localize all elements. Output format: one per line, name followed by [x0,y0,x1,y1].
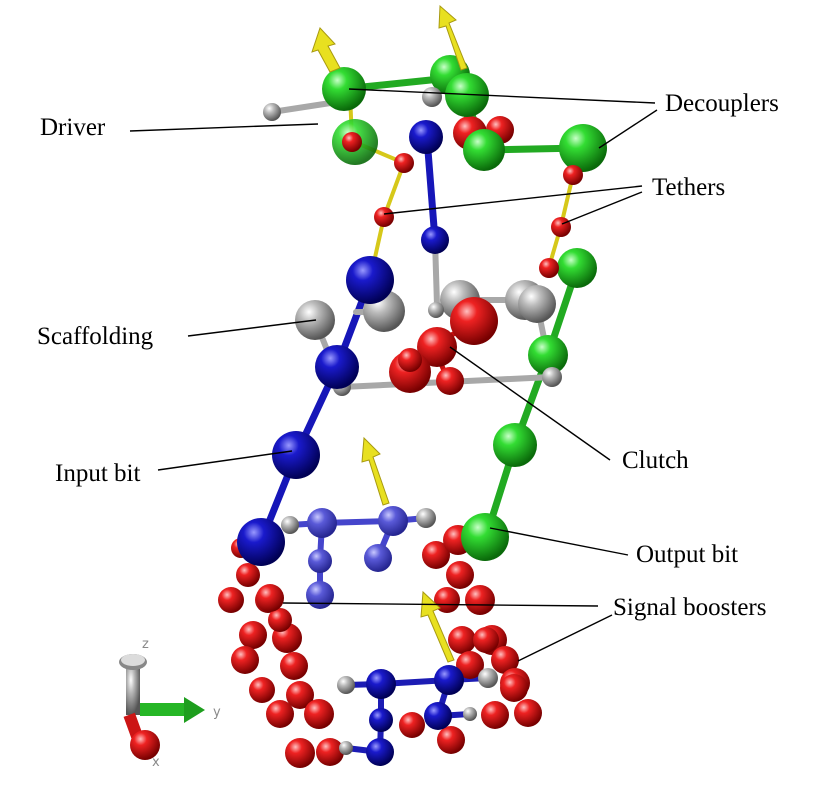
label-signal-boosters: Signal boosters [613,594,767,621]
label-driver: Driver [40,114,106,141]
axes-triad: z y x [119,637,221,770]
label-input-bit: Input bit [55,460,141,487]
atoms [218,55,607,768]
axis-z-label: z [142,637,149,652]
axis-y-label: y [213,705,221,720]
label-tethers: Tethers [652,174,726,201]
label-clutch: Clutch [622,447,689,474]
axis-x-label: x [152,755,160,770]
yellow-arrows [311,4,468,663]
label-decouplers: Decouplers [665,90,779,117]
bonds [257,70,587,755]
leader-lines [129,88,658,662]
label-output-bit: Output bit [636,541,739,568]
label-scaffolding: Scaffolding [37,323,154,350]
